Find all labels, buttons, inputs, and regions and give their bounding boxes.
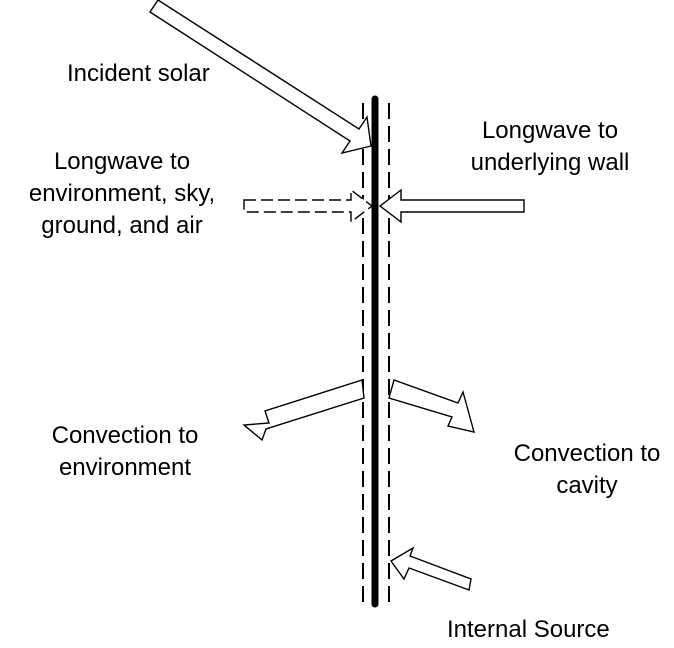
convection-env-line-1: Convection to xyxy=(51,422,199,449)
longwave-wall-line-1: Longwave to xyxy=(481,117,619,144)
longwave-wall-arrow xyxy=(378,188,525,224)
convection-cavity-arrow xyxy=(388,379,475,433)
incident-solar-arrow xyxy=(149,0,372,155)
internal-source-label: Internal Source xyxy=(447,616,610,643)
longwave-env-line-2: environment, sky, xyxy=(28,180,216,207)
convection-environment-label: Convection to environment xyxy=(20,420,230,484)
internal-source-arrow xyxy=(389,546,472,591)
incident-solar-label: Incident solar xyxy=(67,60,210,87)
convection-cavity-line-2: cavity xyxy=(556,472,618,499)
convection-environment-arrow xyxy=(242,379,365,442)
longwave-env-line-3: ground, and air xyxy=(41,212,203,239)
longwave-env-line-1: Longwave to xyxy=(53,148,191,175)
longwave-environment-arrow xyxy=(243,188,374,224)
convection-env-line-2: environment xyxy=(58,454,192,481)
convection-cavity-label: Convection to cavity xyxy=(484,438,674,502)
convection-cavity-line-1: Convection to xyxy=(513,440,661,467)
longwave-wall-line-2: underlying wall xyxy=(470,149,630,176)
longwave-environment-label: Longwave to environment, sky, ground, an… xyxy=(4,146,240,242)
longwave-wall-label: Longwave to underlying wall xyxy=(443,115,657,179)
